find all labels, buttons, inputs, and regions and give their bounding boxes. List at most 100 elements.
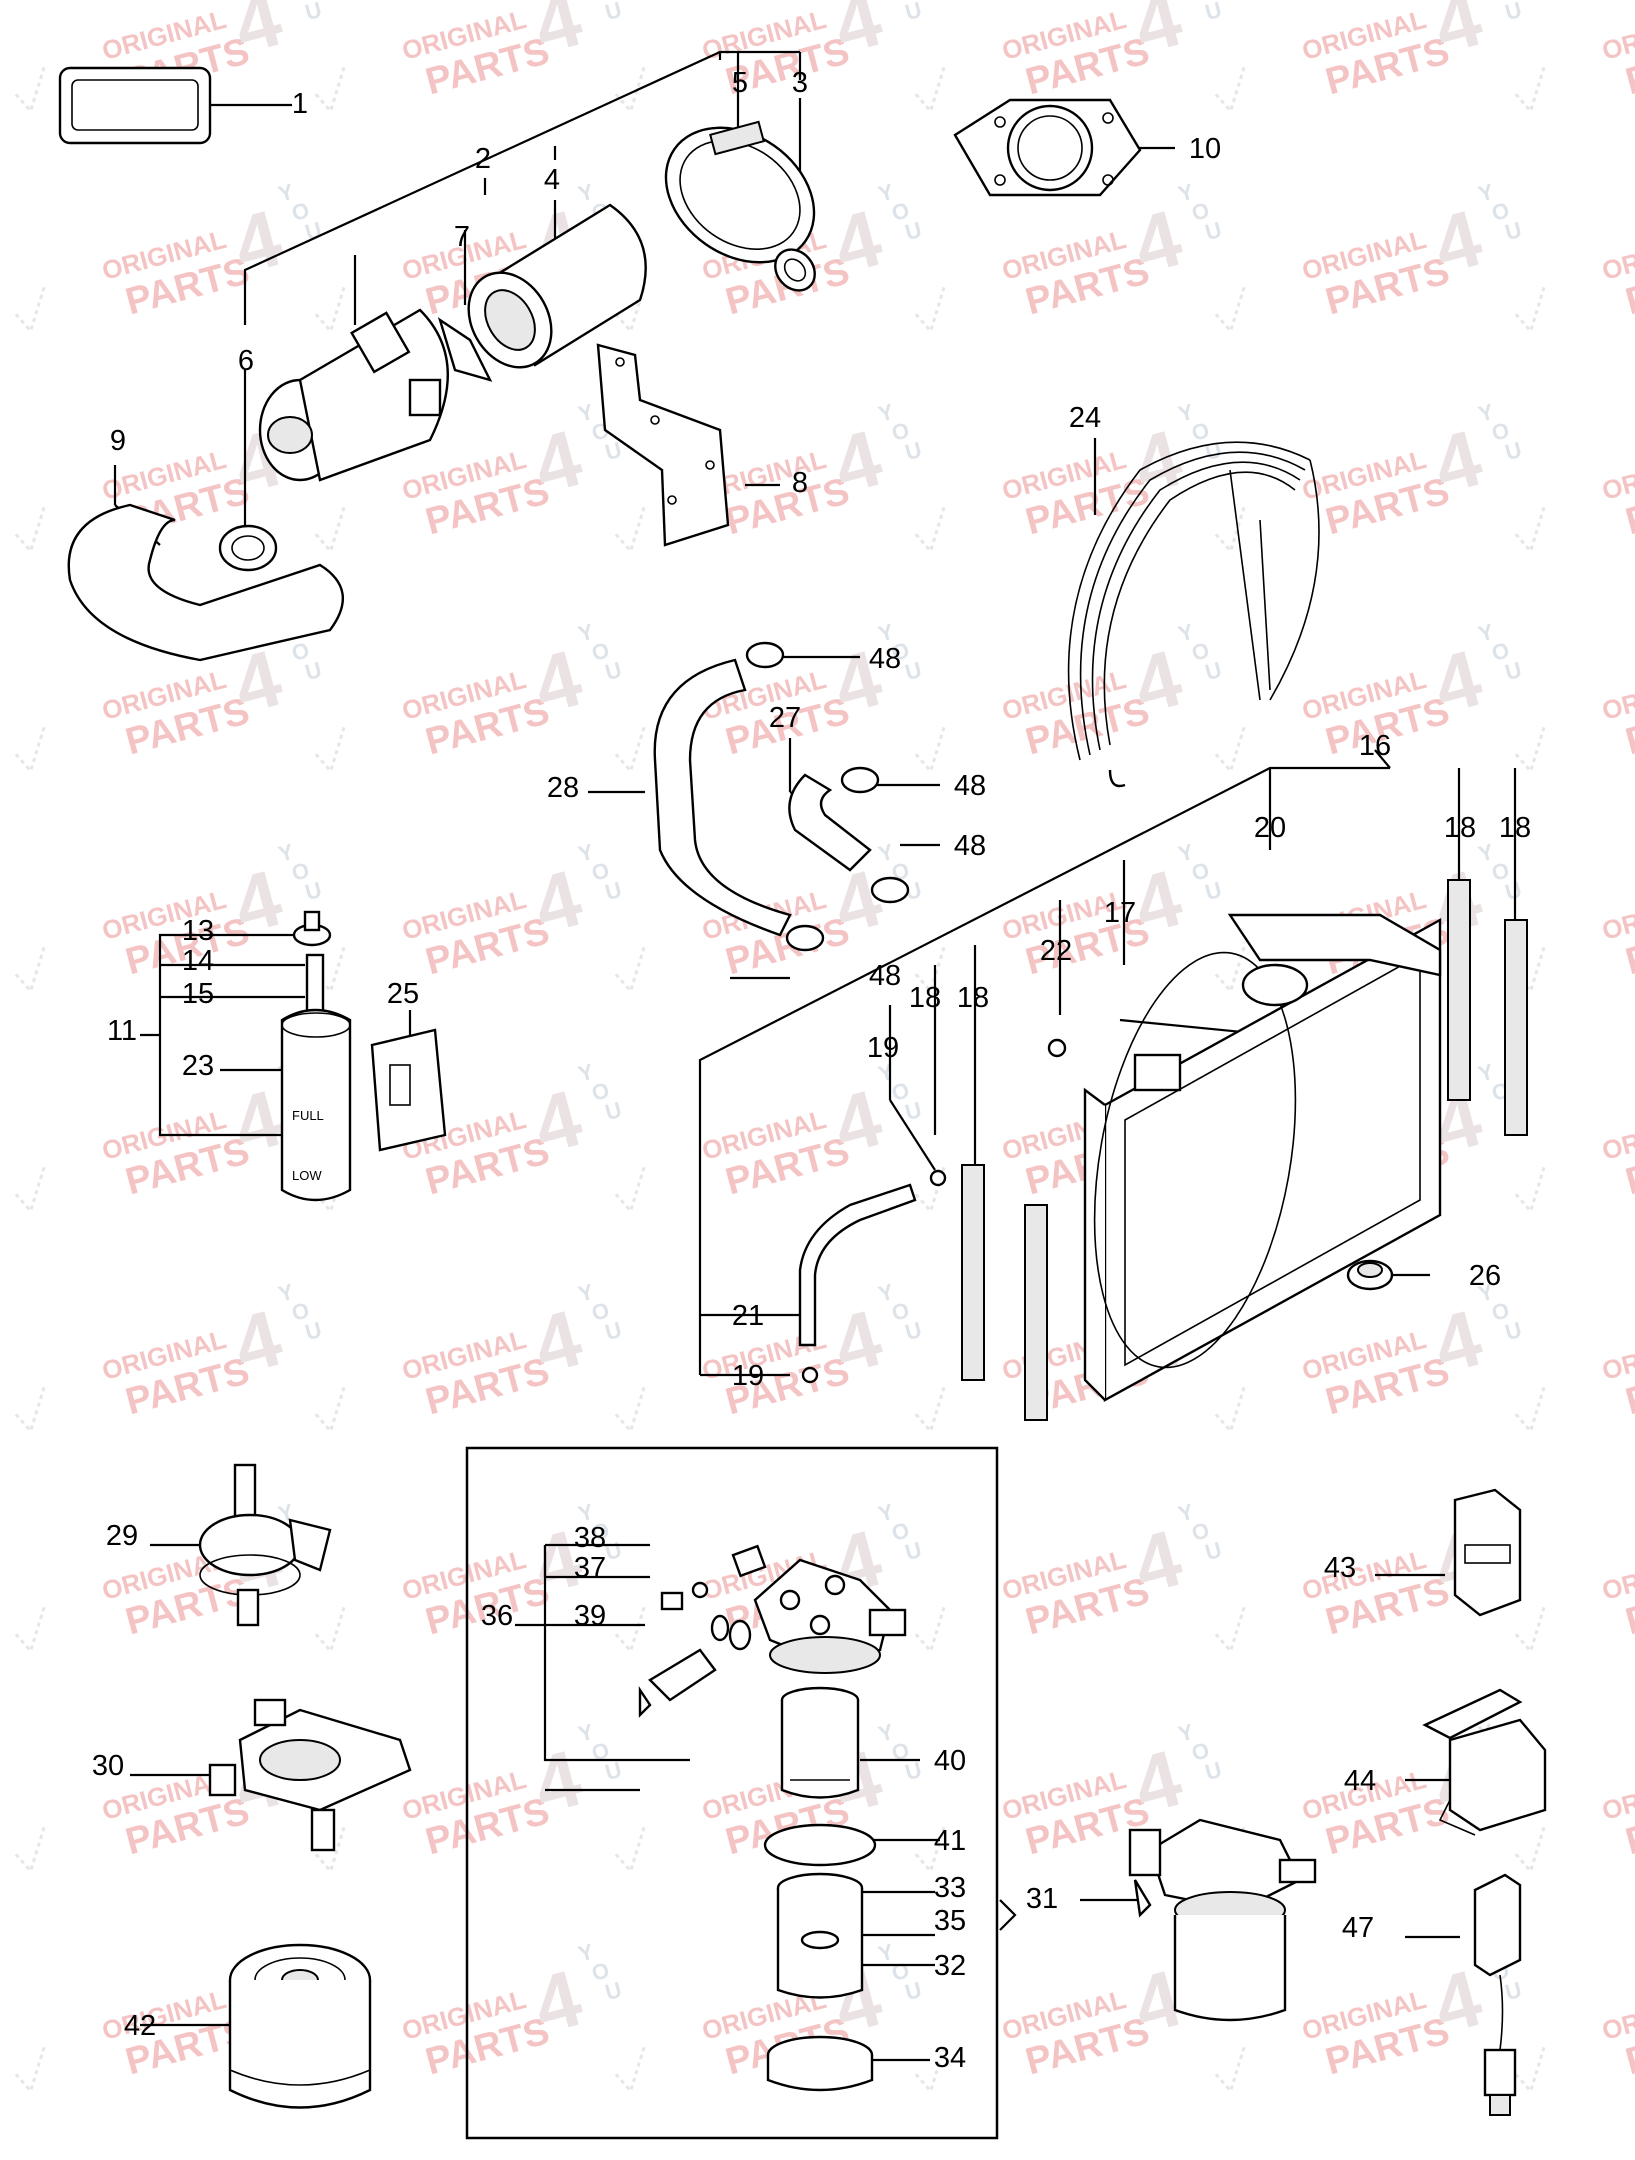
watermark-letter: O <box>889 0 912 6</box>
watermark-letter: U <box>302 217 324 245</box>
watermark-letter: Y <box>576 1719 597 1747</box>
watermark-line1: ORIGINAL <box>1599 884 1635 946</box>
callout-32: 32 <box>934 1950 966 1982</box>
callout-43: 43 <box>1324 1552 1356 1584</box>
callout-23: 23 <box>182 1050 214 1082</box>
watermark-letter: U <box>602 1977 624 2005</box>
watermark-letter: O <box>1489 197 1512 226</box>
watermark-letter: Y <box>1176 1719 1197 1747</box>
watermark-letter: U <box>902 1977 924 2005</box>
part-36-filter-head <box>753 1558 907 1674</box>
watermark-letter: U <box>902 1097 924 1125</box>
part-27-hose <box>788 773 872 872</box>
callout-36: 36 <box>481 1600 513 1632</box>
part-28-hose <box>653 658 792 937</box>
part-34-ring-nut <box>766 2035 874 2092</box>
watermark-letter: U <box>302 657 324 685</box>
watermark-letter: O <box>589 1737 612 1766</box>
callout-42: 42 <box>124 2010 156 2042</box>
callout-18: 18 <box>1444 812 1476 844</box>
watermark-letter: U <box>602 877 624 905</box>
part-24-fan-guard <box>1067 441 1320 788</box>
part-33-35-bowl <box>776 1872 864 1999</box>
watermark-letter: U <box>602 437 624 465</box>
watermark-letter: Y <box>1176 839 1197 867</box>
watermark-letter: O <box>1489 857 1512 886</box>
watermark-letter: Y <box>876 1499 897 1527</box>
callout-13: 13 <box>182 915 214 947</box>
watermark-letter: Y <box>276 179 297 207</box>
part-22-bolt <box>1047 1038 1067 1058</box>
callout-30: 30 <box>92 1750 124 1782</box>
watermark-letter: O <box>889 637 912 666</box>
part-38-fitting <box>731 1544 767 1578</box>
watermark-letter: U <box>1502 657 1524 685</box>
callout-18: 18 <box>1499 812 1531 844</box>
part-26-grommet <box>1346 1259 1394 1291</box>
watermark-letter: U <box>602 0 624 25</box>
part-21-overflow-hose <box>798 1183 917 1347</box>
watermark-letter: U <box>902 1537 924 1565</box>
callout-1: 1 <box>292 88 308 120</box>
callout-25: 25 <box>387 978 419 1010</box>
callout-48: 48 <box>954 830 986 862</box>
part-14-15-stem <box>305 953 325 1017</box>
part-42-oil-filter <box>228 1943 372 2109</box>
part-43-connector <box>1453 1488 1522 1617</box>
watermark-line1: ORIGINAL <box>1599 1324 1635 1386</box>
watermark-letter: Y <box>876 1279 897 1307</box>
watermark-letter: Y <box>1176 619 1197 647</box>
callout-38: 38 <box>574 1522 606 1554</box>
callout-37: 37 <box>574 1552 606 1584</box>
part-7-pipe <box>437 317 493 382</box>
watermark-letter: U <box>1202 0 1224 25</box>
watermark-letter: Y <box>1176 1499 1197 1527</box>
watermark-letter: O <box>289 637 312 666</box>
part-48-clamps <box>745 641 910 952</box>
bottle-full-mark: FULL <box>292 1108 324 1123</box>
watermark-letter: Y <box>1476 839 1497 867</box>
part-16-radiator <box>1083 913 1442 1403</box>
callout-3: 3 <box>792 67 808 99</box>
callout-44: 44 <box>1344 1765 1376 1797</box>
callout-19: 19 <box>732 1360 764 1392</box>
watermark-letter: O <box>589 1517 612 1546</box>
watermark-letter: O <box>1189 1517 1212 1546</box>
watermark-letter: O <box>589 1957 612 1986</box>
watermark-line1: ORIGINAL <box>1599 444 1635 506</box>
part-10-flange-gasket <box>953 98 1142 197</box>
callout-9: 9 <box>110 425 126 457</box>
watermark-letter: U <box>1502 1317 1524 1345</box>
part-4-element <box>467 203 647 369</box>
callout-48: 48 <box>869 643 901 675</box>
watermark-letter: O <box>589 637 612 666</box>
watermark-letter: Y <box>576 619 597 647</box>
watermark-letter: O <box>589 1297 612 1326</box>
watermark-letter: U <box>602 1097 624 1125</box>
watermark-letter: Y <box>576 839 597 867</box>
watermark-letter: U <box>602 1537 624 1565</box>
callout-22: 22 <box>1040 935 1072 967</box>
watermark-letter: O <box>289 1297 312 1326</box>
watermark-letter: Y <box>576 399 597 427</box>
part-5-band <box>664 120 816 264</box>
watermark-letter: U <box>902 877 924 905</box>
watermark-letter: Y <box>1476 1059 1497 1087</box>
watermark-line1: ORIGINAL <box>1599 4 1635 66</box>
watermark-letter: O <box>589 857 612 886</box>
watermark-line1: ORIGINAL <box>1599 664 1635 726</box>
watermark-letter: O <box>889 1737 912 1766</box>
